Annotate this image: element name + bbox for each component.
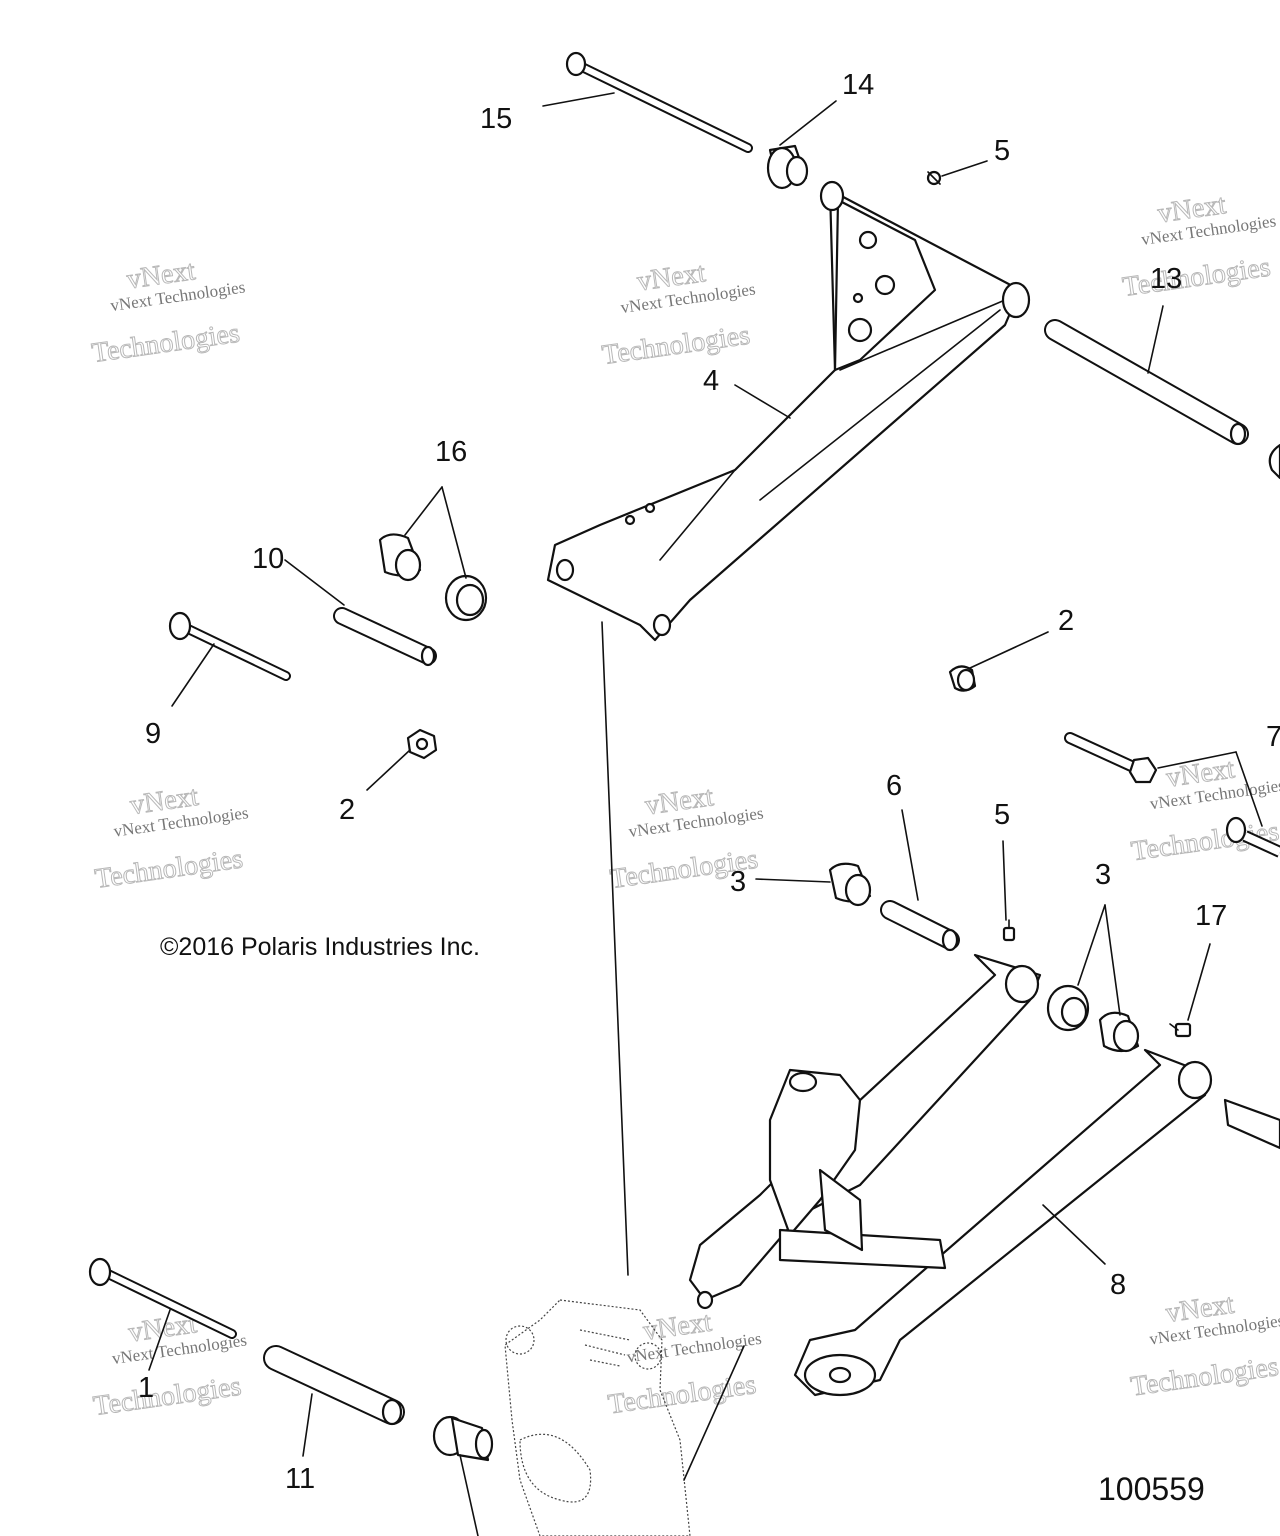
callout-6: 6 xyxy=(886,770,902,802)
watermark: vNext vNext Technologies Technologies xyxy=(91,1308,248,1423)
part-13-sleeve xyxy=(1044,319,1280,480)
callout-4: 4 xyxy=(703,365,719,397)
callout-15: 15 xyxy=(480,103,512,135)
watermark-group: vNext vNext Technologies Technologies vN… xyxy=(89,189,1280,1423)
part-15-bolt xyxy=(565,51,753,153)
callout-8: 8 xyxy=(1110,1269,1126,1301)
callout-2-right: 2 xyxy=(1058,605,1074,637)
callout-2-left: 2 xyxy=(339,794,355,826)
part-3-bushing xyxy=(828,862,872,907)
part-9-bolt xyxy=(168,611,291,681)
part-1-bolt xyxy=(88,1257,237,1339)
copyright-notice: ©2016 Polaris Industries Inc. xyxy=(160,933,480,961)
part-5-grease-fitting xyxy=(926,170,942,186)
callout-10: 10 xyxy=(252,543,284,575)
callout-3-left: 3 xyxy=(730,866,746,898)
callout-5-top: 5 xyxy=(994,135,1010,167)
svg-text:Technologies: Technologies xyxy=(606,1369,758,1420)
part-2-nut-right xyxy=(948,665,977,692)
part-14-bushing xyxy=(766,144,809,190)
callout-16: 16 xyxy=(435,436,467,468)
watermark: vNext vNext Technologies Technologies xyxy=(600,257,757,372)
drawing-number: 100559 xyxy=(1098,1471,1205,1507)
part-17-grease-fitting xyxy=(1169,1022,1192,1038)
svg-text:Technologies: Technologies xyxy=(1121,252,1273,303)
part-10-sleeve xyxy=(333,607,437,667)
part-2-nut xyxy=(406,728,438,760)
callout-13: 13 xyxy=(1150,263,1182,295)
callout-11: 11 xyxy=(285,1463,315,1495)
callout-7: 7 xyxy=(1266,721,1280,753)
part-6-sleeve xyxy=(880,900,960,952)
svg-text:Technologies: Technologies xyxy=(91,1371,243,1422)
part-11-sleeve xyxy=(263,1345,405,1426)
callout-14: 14 xyxy=(842,69,874,101)
watermark: vNext vNext Technologies Technologies xyxy=(606,1306,763,1421)
callout-5-middle: 5 xyxy=(994,799,1010,831)
svg-text:Technologies: Technologies xyxy=(1129,1351,1280,1402)
callout-labels: 15 14 5 13 4 16 10 9 2 2 7 6 5 3 3 17 8 … xyxy=(138,69,1280,1495)
part-3-bushings-pair xyxy=(1046,984,1140,1053)
part-5-grease-fitting-lower xyxy=(1002,919,1016,942)
watermark: vNext vNext Technologies Technologies xyxy=(93,780,250,895)
callout-3-right: 3 xyxy=(1095,859,1111,891)
part-8-lower-control-arm xyxy=(688,953,1280,1397)
callout-17: 17 xyxy=(1195,900,1227,932)
svg-text:Technologies: Technologies xyxy=(93,843,245,894)
leader-lines xyxy=(148,92,1263,1536)
steering-knuckle xyxy=(504,1299,691,1536)
callout-1: 1 xyxy=(138,1372,154,1404)
part-4-upper-control-arm xyxy=(546,180,1031,642)
watermark: vNext vNext Technologies Technologies xyxy=(89,255,246,370)
callout-9: 9 xyxy=(145,718,161,750)
svg-text:Technologies: Technologies xyxy=(90,318,242,369)
part-7-bolt xyxy=(1064,732,1280,858)
part-16-bushings xyxy=(378,533,488,622)
watermark: vNext vNext Technologies Technologies xyxy=(1120,189,1277,304)
watermark: vNext vNext Technologies Technologies xyxy=(1128,1288,1280,1403)
knuckle-bushing xyxy=(432,1415,494,1462)
svg-text:Technologies: Technologies xyxy=(600,320,752,371)
